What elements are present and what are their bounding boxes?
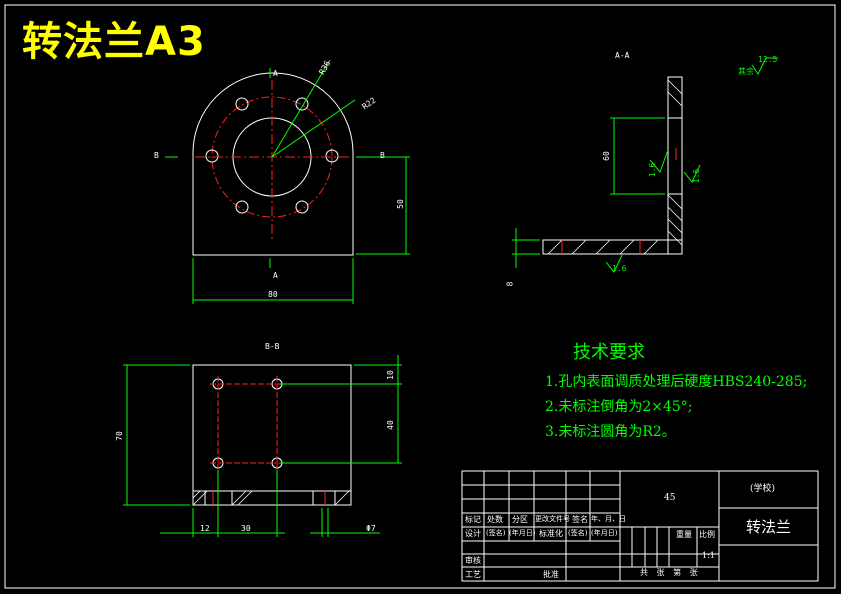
tech-requirement-3: 3.未标注圆角为R2。 xyxy=(545,424,676,440)
roughness-sym-2 xyxy=(683,164,701,183)
tb-row-label-4: 更改文件号 xyxy=(535,515,570,523)
aa-base xyxy=(542,239,683,255)
front-hole-3 xyxy=(205,149,219,163)
section-bb-label: B-B xyxy=(265,342,280,351)
title-block-lines xyxy=(461,470,819,582)
dim-plan-left: 12 xyxy=(200,524,210,533)
tb-row-label-1: 标记 xyxy=(465,515,481,524)
tb-design-6: (年月日) xyxy=(591,529,618,537)
leader-r36 xyxy=(271,59,331,158)
bb-outline xyxy=(192,364,352,506)
dim-front-width: 80 xyxy=(268,290,278,299)
front-hole-6 xyxy=(295,200,309,214)
tb-audit: 审核 xyxy=(465,556,481,565)
front-hole-4 xyxy=(325,149,339,163)
tech-requirement-1: 1.孔内表面调质处理后硬度HBS240-285; xyxy=(545,374,808,390)
leader-r22 xyxy=(271,99,356,158)
tb-design-3: (年月日) xyxy=(509,529,536,537)
roughness-value: 12.5 xyxy=(758,55,778,64)
tech-requirements-heading: 技术要求 xyxy=(573,342,645,363)
front-view xyxy=(165,59,410,304)
sheet-frame xyxy=(4,4,836,589)
tb-design-4: 标准化 xyxy=(539,529,563,538)
front-outline xyxy=(192,72,354,256)
dim-plan-top: 10 xyxy=(385,370,395,380)
dim-section-base: 8 xyxy=(505,281,515,287)
bb-hatching xyxy=(192,490,350,506)
front-hole-2 xyxy=(295,97,309,111)
tb-design-5: (签名) xyxy=(568,529,588,537)
front-hole-1 xyxy=(235,97,249,111)
tech-requirement-2: 2.未标注倒角为2×45°; xyxy=(545,399,693,415)
section-aa-label: A-A xyxy=(615,51,630,60)
aa-hatching xyxy=(547,79,683,255)
bb-hole-section-r xyxy=(312,490,336,506)
tb-process: 工艺 xyxy=(465,570,481,579)
dim-section-thk-right: 1.6 xyxy=(692,168,702,184)
roughness-sym-general xyxy=(751,57,778,75)
section-mark-b-right: B xyxy=(380,151,385,160)
tb-school: (学校) xyxy=(750,484,776,494)
tb-design-1: 设计 xyxy=(465,529,481,538)
tb-weight-label: 重量 xyxy=(676,530,692,539)
front-bolt-circle xyxy=(211,96,333,218)
roughness-note: 其余 xyxy=(738,67,754,76)
tb-material: 45 xyxy=(664,493,676,503)
plan-view-bb xyxy=(123,355,402,537)
tb-part-name: 转法兰 xyxy=(746,518,792,536)
section-mark-a-bottom: A xyxy=(273,271,278,280)
tb-design-2: (签名) xyxy=(486,529,506,537)
tb-row-label-5: 签名 xyxy=(572,515,588,524)
dim-front-height: 50 xyxy=(395,199,405,209)
roughness-sym-1 xyxy=(649,149,669,173)
tb-sheet-info: 共 张 第 张 xyxy=(640,568,701,577)
section-mark-b-left: B xyxy=(154,151,159,160)
tb-row-label-2: 处数 xyxy=(487,515,503,524)
front-hole-5 xyxy=(235,200,249,214)
roughness-sym-3 xyxy=(605,254,623,273)
tb-row-label-6: 年、月、日 xyxy=(591,515,626,523)
dim-section-thk-left: 1.6 xyxy=(648,162,658,178)
dim-plan-span: 30 xyxy=(241,524,251,533)
tb-scale: 1:1 xyxy=(702,551,715,560)
tb-scale-label: 比例 xyxy=(699,530,715,539)
dim-plan-hole: Φ7 xyxy=(366,524,376,533)
dim-plan-mid: 40 xyxy=(385,420,395,430)
section-mark-a-top: A xyxy=(273,69,278,78)
section-aa xyxy=(512,57,778,273)
tb-row-label-3: 分区 xyxy=(512,515,528,524)
dim-section-bottom: 1.6 xyxy=(612,264,627,273)
tb-approve: 批准 xyxy=(543,570,559,579)
drawing-title: 转法兰A3 xyxy=(22,19,206,65)
dim-plan-height: 70 xyxy=(114,431,124,441)
dim-section-height: 60 xyxy=(601,151,611,161)
